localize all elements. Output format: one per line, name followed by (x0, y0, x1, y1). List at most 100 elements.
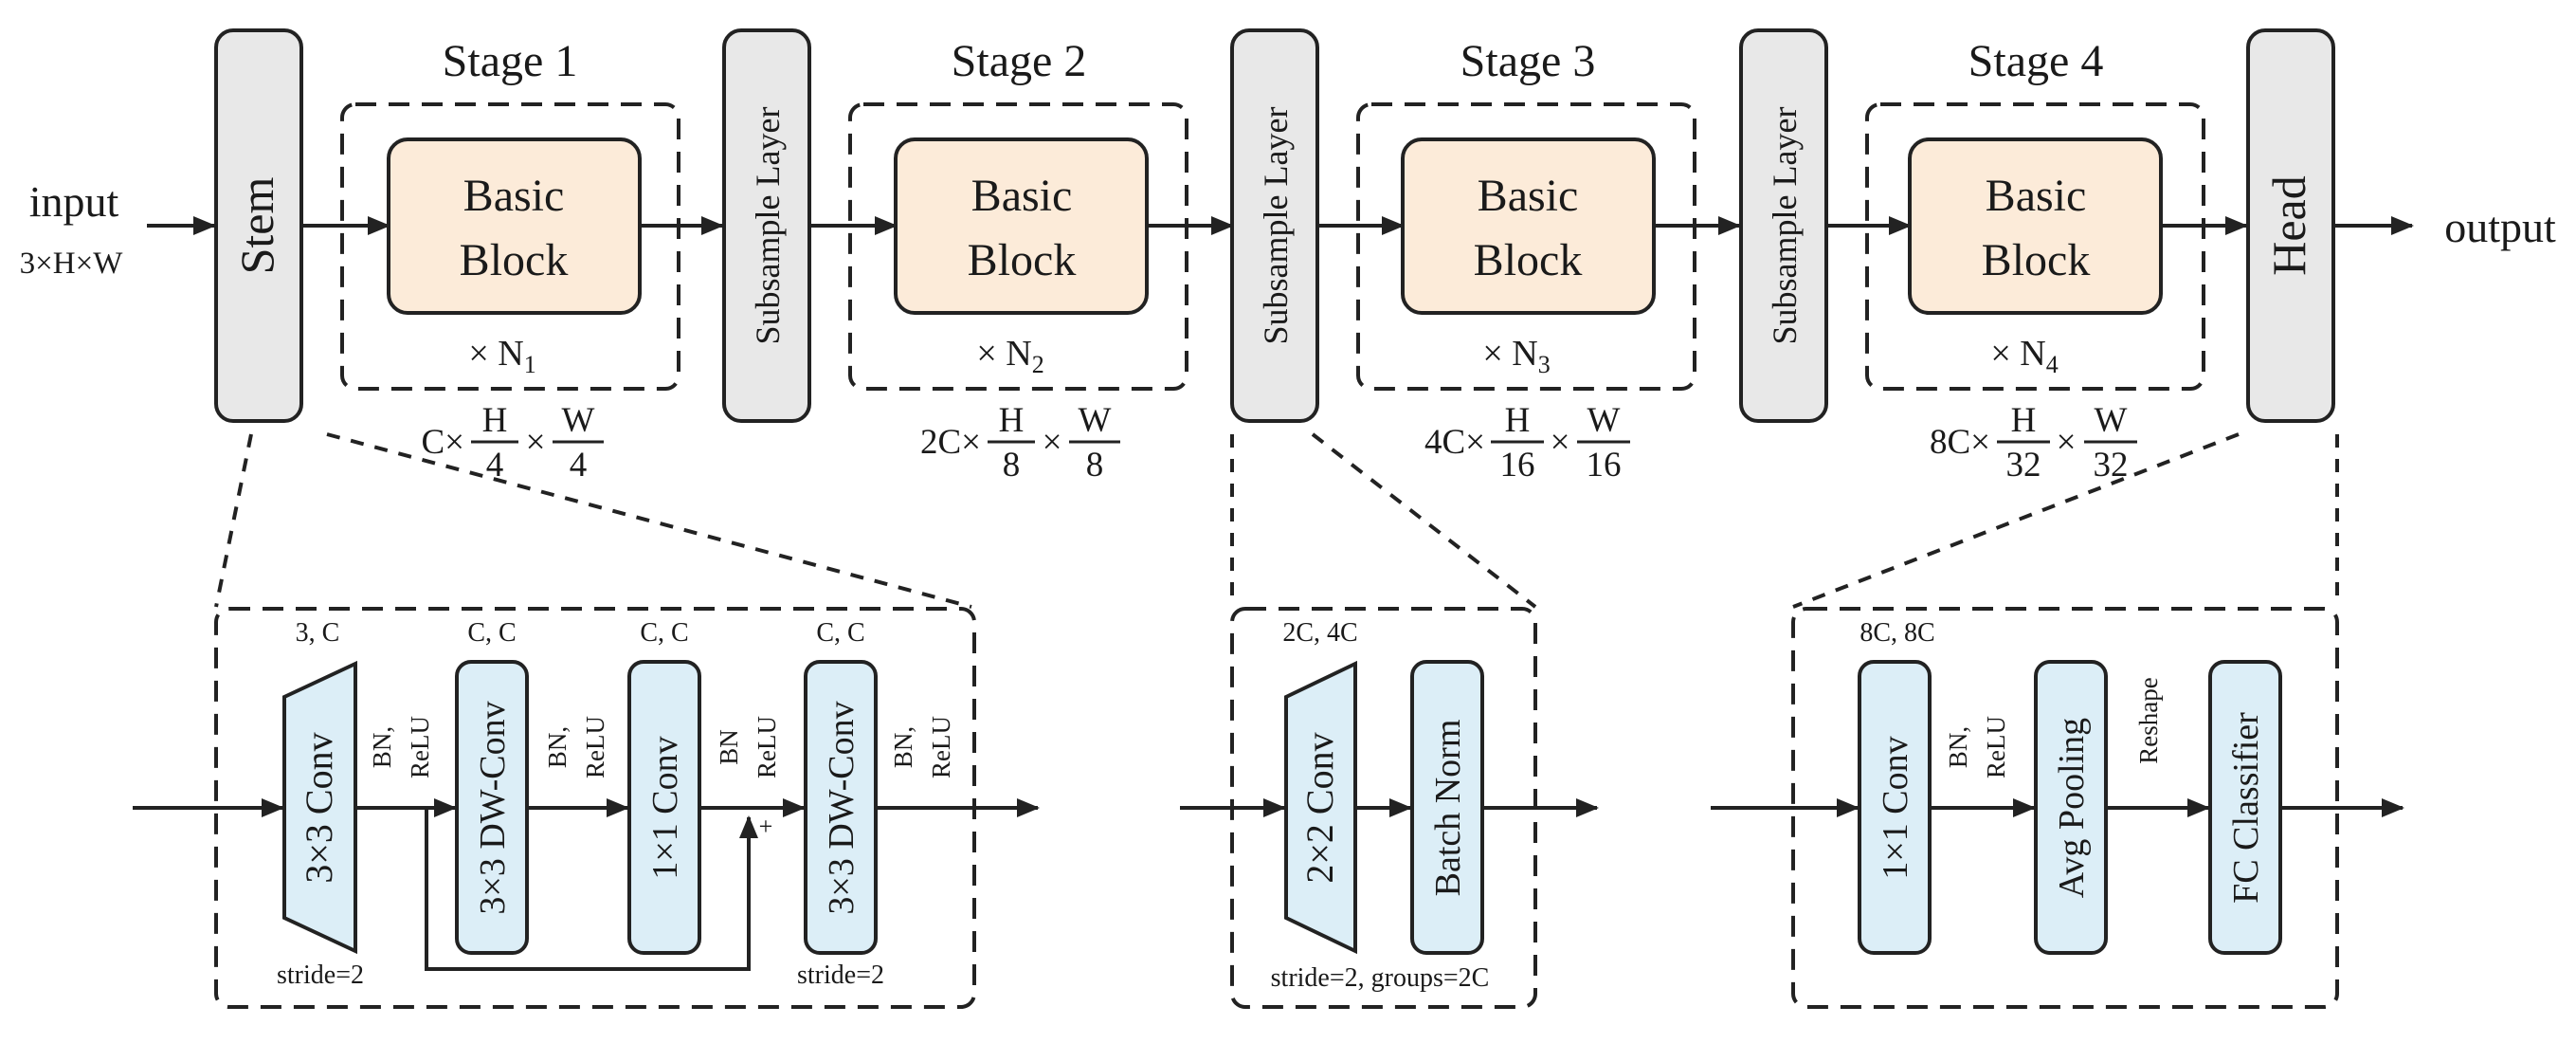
stage-2: Stage 2 Basic Block × N2 2C× H 8 × W 8 (848, 36, 1188, 485)
stage-3-shape-w-num: W (1587, 401, 1621, 440)
zoom-line-sub-right (1311, 432, 1537, 609)
stem-plus: + (759, 813, 773, 840)
subsample-conv-io: 2C, 4C (1282, 618, 1357, 648)
stage-4-shape-h-num: H (2011, 401, 2037, 440)
stage-3-shape-times: × (1551, 423, 1570, 462)
head-label: Head (2262, 175, 2315, 276)
stage-4-shape-h-den: 32 (2006, 446, 2041, 485)
stage-4-title: Stage 4 (1968, 36, 2104, 86)
stage-3-frame (1356, 102, 1696, 391)
subsample-label-1: Subsample Layer (749, 107, 787, 345)
zoom-line-stem-left (214, 433, 253, 608)
stem-conv1-block (282, 660, 357, 955)
stage-1-shape: C× H 4 × W 4 (421, 401, 604, 485)
stage-3-shape: 4C× H 16 × W 16 (1424, 401, 1630, 485)
stem-residual-path (425, 808, 758, 971)
stage-1-title: Stage 1 (443, 36, 578, 86)
stem-conv1-label: 3×3 Conv (298, 732, 340, 883)
stem-bn-3: BN (715, 729, 743, 765)
basic-block-4-line1: Basic (1986, 171, 2087, 221)
stem-dw1-io: C, C (467, 618, 516, 648)
stage-2-title: Stage 2 (952, 36, 1087, 86)
stage-1: Stage 1 Basic Block × N1 C× H 4 × W 4 (340, 36, 680, 485)
head-conv-label: 1×1 Conv (1876, 736, 1915, 879)
stem-dw2-stride: stride=2 (797, 961, 884, 990)
stem-pw-io: C, C (640, 618, 688, 648)
stem-pw-label: 1×1 Conv (645, 736, 685, 879)
stage-2-shape-h-num: H (999, 401, 1025, 440)
stem-relu-1: ReLU (406, 716, 434, 778)
basic-block-3-line1: Basic (1478, 171, 1579, 221)
subsample-note: stride=2, groups=2C (1271, 963, 1490, 993)
stage-2-shape-times: × (1043, 423, 1062, 462)
stage-1-frame (340, 102, 680, 391)
zoom-line-head-left (1792, 432, 2240, 609)
stem-dw2-label: 3×3 DW-Conv (822, 701, 862, 914)
stage-1-shape-channels: C× (421, 423, 464, 462)
stage-3-shape-h-num: H (1505, 401, 1531, 440)
stem-relu-4: ReLU (927, 716, 955, 778)
stem-relu-2: ReLU (581, 716, 609, 778)
stage-3-title: Stage 3 (1460, 36, 1596, 86)
stage-1-shape-times: × (526, 423, 546, 462)
stage-4: Stage 4 Basic Block × N4 8C× H 32 × W 32 (1865, 36, 2205, 485)
stage-3: Stage 3 Basic Block × N3 4C× H 16 × W 16 (1356, 36, 1696, 485)
stage-3-shape-channels: 4C× (1424, 423, 1485, 462)
head-bn: BN, (1944, 726, 1972, 768)
input-shape-label: 3×H×W (20, 247, 124, 281)
stage-2-frame (848, 102, 1188, 391)
stem-conv1-stride: stride=2 (277, 961, 364, 990)
stage-4-shape: 8C× H 32 × W 32 (1930, 401, 2137, 485)
basic-block-3-line2: Block (1474, 235, 1583, 285)
stem-dw2-io: C, C (816, 618, 864, 648)
zoom-line-stem-right (326, 432, 972, 609)
head-pool-label: Avg Pooling (2052, 718, 2092, 898)
basic-block-1 (387, 137, 642, 315)
subsample-label-2: Subsample Layer (1257, 107, 1295, 345)
stage-2-shape-channels: 2C× (920, 423, 981, 462)
stem-block (214, 28, 303, 423)
head-relu: ReLU (1982, 716, 2010, 778)
basic-block-3 (1401, 137, 1656, 315)
stage-1-shape-w-num: W (562, 401, 595, 440)
stage-1-shape-h-den: 4 (486, 446, 504, 485)
stage-2-shape: 2C× H 8 × W 8 (920, 401, 1120, 485)
stage-2-shape-w-num: W (1079, 401, 1112, 440)
stage-4-shape-w-num: W (2095, 401, 2128, 440)
output-label: output (2444, 203, 2556, 251)
stage-4-shape-channels: 8C× (1930, 423, 1990, 462)
stage-2-shape-w-den: 8 (1086, 446, 1104, 485)
head-detail: 1×1 Conv 8C, 8C BN, ReLU Avg Pooling Res… (1711, 607, 2404, 1009)
subsample-block-1 (722, 28, 811, 423)
stem-conv1-io: 3, C (296, 618, 340, 648)
stage-4-frame (1865, 102, 2205, 391)
stem-detail: 3×3 Conv 3, C stride=2 BN, ReLU 3×3 DW-C… (133, 607, 1040, 1009)
stage-4-shape-times: × (2057, 423, 2077, 462)
head-conv-io: 8C, 8C (1859, 618, 1934, 648)
stage-3-shape-w-den: 16 (1587, 446, 1622, 485)
stage-1-shape-h-num: H (482, 401, 508, 440)
basic-block-2 (894, 137, 1149, 315)
stem-relu-3: ReLU (753, 716, 781, 778)
stem-dw1-label: 3×3 DW-Conv (473, 701, 513, 914)
head-reshape: Reshape (2134, 677, 2163, 763)
subsample-bn-label: Batch Norm (1428, 720, 1468, 897)
basic-block-4 (1908, 137, 2163, 315)
head-fc-label: FC Classifier (2226, 712, 2266, 904)
stem-bn-2: BN, (543, 726, 571, 768)
subsample-block-3 (1739, 28, 1828, 423)
basic-block-1-line1: Basic (463, 171, 565, 221)
stage-1-shape-w-den: 4 (570, 446, 588, 485)
stage-1-repeat: × N1 (468, 334, 535, 378)
basic-block-4-line2: Block (1982, 235, 2091, 285)
basic-block-2-line1: Basic (971, 171, 1073, 221)
stem-bn-4: BN, (889, 726, 917, 768)
basic-block-2-line2: Block (968, 235, 1077, 285)
subsample-conv-block (1284, 660, 1357, 955)
basic-block-1-line2: Block (460, 235, 569, 285)
stem-bn-1: BN, (368, 726, 396, 768)
stage-2-repeat: × N2 (976, 334, 1043, 378)
stage-3-shape-h-den: 16 (1500, 446, 1535, 485)
stem-label: Stem (230, 177, 283, 275)
stage-3-repeat: × N3 (1482, 334, 1550, 378)
